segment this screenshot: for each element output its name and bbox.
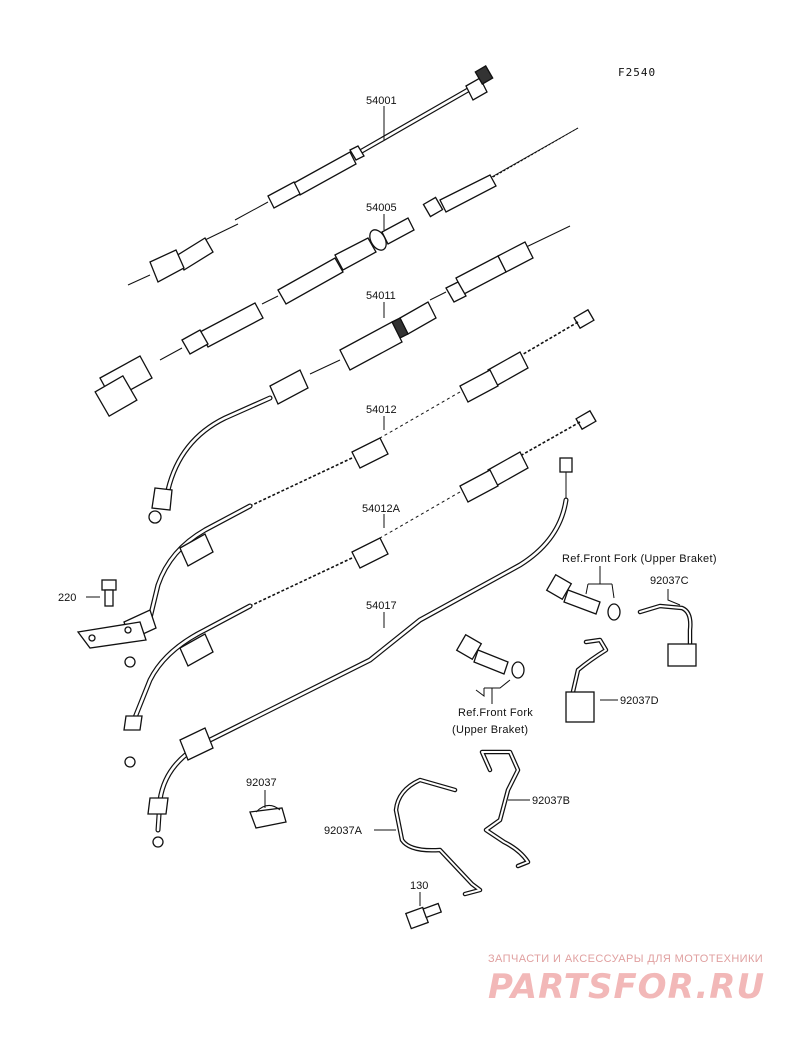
label-54011: 54011 (366, 290, 396, 302)
label-92037D: 92037D (620, 695, 659, 707)
bracket-92037D[interactable] (565, 637, 609, 723)
throttle-cable-54011[interactable] (148, 225, 571, 524)
label-54001: 54001 (366, 95, 397, 107)
tachometer-cable-54005[interactable] (94, 127, 579, 418)
fork-bolt-lower[interactable] (455, 633, 525, 679)
ref-front-fork-lower-line2: (Upper Braket) (452, 724, 528, 736)
label-54012A: 54012A (362, 503, 401, 515)
label-92037C: 92037C (650, 575, 689, 587)
bolt-130[interactable] (404, 902, 443, 930)
fork-bolt-upper[interactable] (545, 573, 621, 621)
watermark-tagline: ЗАПЧАСТИ И АКСЕССУАРЫ ДЛЯ МОТОТЕХНИКИ (488, 953, 763, 965)
label-92037A: 92037A (324, 825, 363, 837)
label-92037: 92037 (246, 777, 277, 789)
watermark-logo: PARTSFOR.RU (488, 967, 765, 1007)
label-54017: 54017 (366, 600, 397, 612)
bolt-220[interactable] (101, 579, 117, 607)
leader-lines (86, 106, 681, 906)
cable-bracket[interactable] (76, 621, 147, 649)
label-54012: 54012 (366, 404, 397, 416)
cable-54012A[interactable] (123, 409, 597, 768)
ref-front-fork-lower-line1: Ref.Front Fork (458, 707, 533, 719)
label-92037B: 92037B (532, 795, 570, 807)
ref-front-fork-upper: Ref.Front Fork (Upper Braket) (562, 553, 717, 565)
cable-54017[interactable] (147, 457, 573, 848)
bracket-92037B[interactable] (479, 749, 531, 869)
label-130: 130 (410, 880, 428, 892)
bracket-92037A[interactable] (393, 777, 483, 897)
clamp-92037[interactable] (249, 805, 287, 829)
bracket-92037C[interactable] (637, 603, 697, 667)
diagram-code: F2540 (618, 66, 656, 79)
speedometer-cable-54001[interactable] (127, 65, 494, 286)
label-54005: 54005 (366, 202, 397, 214)
label-220: 220 (58, 592, 76, 604)
